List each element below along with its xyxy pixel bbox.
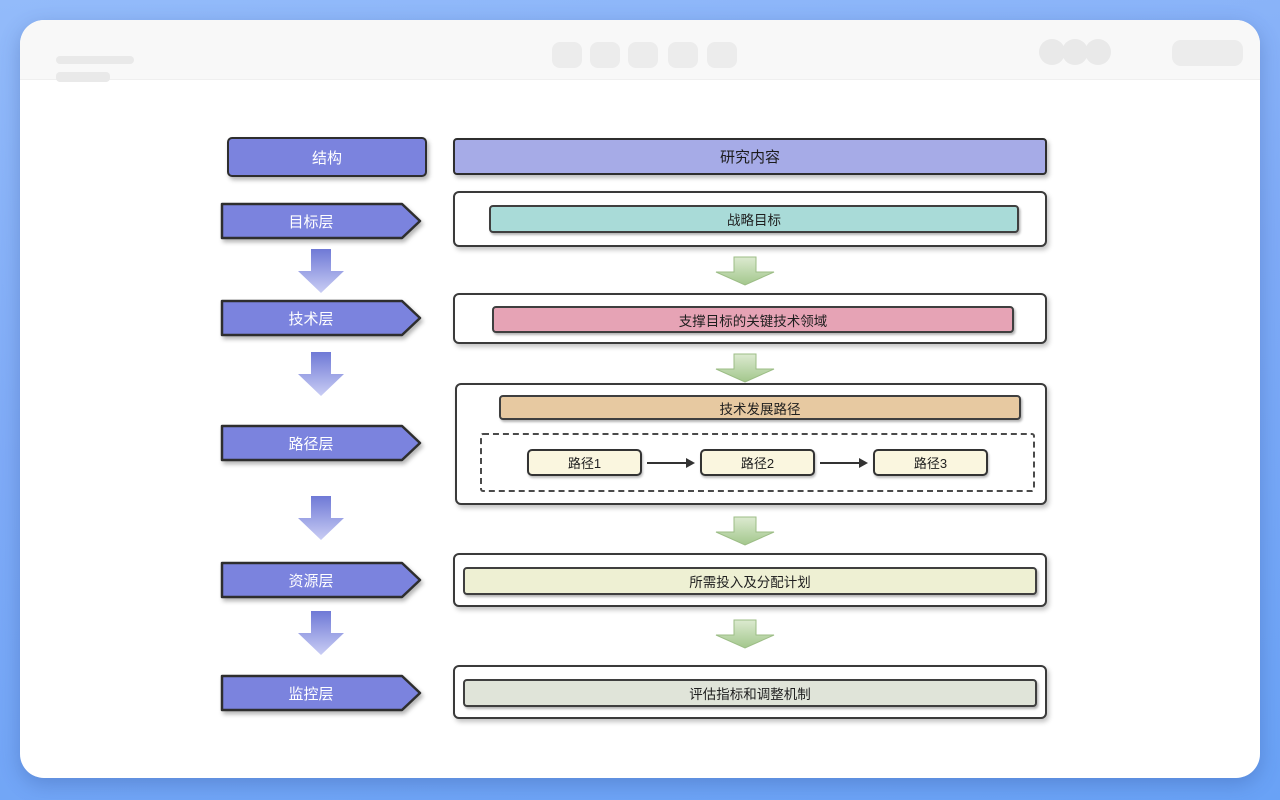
path-dashed-container: 路径1 路径2 路径3 (480, 433, 1035, 492)
path-node: 路径3 (873, 449, 988, 476)
layer-tag-path-label: 路径层 (288, 435, 334, 453)
layer-tag-tech (220, 299, 422, 337)
down-arrow-purple-icon (298, 352, 344, 396)
window-control-dot[interactable] (1085, 39, 1111, 65)
content-header-label: 研究内容 (719, 149, 780, 166)
toolbar-button[interactable] (628, 42, 658, 68)
path-node-label: 路径2 (740, 456, 775, 471)
path-node-label: 路径3 (913, 456, 948, 471)
content-box-path: 技术发展路径 路径1 路径2 路径3 (455, 383, 1047, 505)
layer-tag-path (220, 424, 422, 462)
down-arrow-green-icon (715, 353, 775, 383)
structure-label-box: 结构 (227, 137, 427, 177)
window-control-dot[interactable] (1039, 39, 1065, 65)
path-node-label: 路径1 (567, 456, 602, 471)
resource-bar-label: 所需投入及分配计划 (689, 575, 811, 590)
layer-tag-monitor (220, 674, 422, 712)
content-box-goal: 战略目标 (453, 191, 1047, 247)
structure-label: 结构 (311, 149, 342, 167)
down-arrow-purple-icon (298, 496, 344, 540)
path-connector-arrow-icon (647, 458, 695, 468)
toolbar-button[interactable] (590, 42, 620, 68)
content-box-tech: 支撑目标的关键技术领域 (453, 293, 1047, 344)
layer-tag-resource-label: 资源层 (288, 572, 334, 590)
toolbar-button[interactable] (707, 42, 737, 68)
titlebar-text-line (56, 56, 134, 64)
down-arrow-green-icon (715, 619, 775, 649)
window-control-dot[interactable] (1062, 39, 1088, 65)
resource-bar: 所需投入及分配计划 (463, 567, 1037, 595)
content-box-monitor: 评估指标和调整机制 (453, 665, 1047, 719)
tech-bar: 支撑目标的关键技术领域 (492, 306, 1014, 333)
titlebar-text-line (56, 72, 110, 82)
monitor-bar: 评估指标和调整机制 (463, 679, 1037, 707)
layer-tag-tech-label: 技术层 (288, 310, 334, 328)
down-arrow-green-icon (715, 516, 775, 546)
path-bar-label: 技术发展路径 (719, 401, 801, 417)
layer-tag-resource (220, 561, 422, 599)
path-bar: 技术发展路径 (499, 395, 1021, 420)
down-arrow-green-icon (715, 256, 775, 286)
monitor-bar-label: 评估指标和调整机制 (689, 687, 811, 702)
layer-tag-goal (220, 202, 422, 240)
path-node: 路径1 (527, 449, 642, 476)
goal-bar-label: 战略目标 (727, 213, 781, 228)
path-connector-arrow-icon (820, 458, 868, 468)
toolbar-button[interactable] (668, 42, 698, 68)
down-arrow-purple-icon (298, 611, 344, 655)
layer-tag-monitor-label: 监控层 (288, 685, 334, 703)
down-arrow-purple-icon (298, 249, 344, 293)
tech-bar-label: 支撑目标的关键技术领域 (678, 313, 828, 329)
content-header-box: 研究内容 (453, 138, 1047, 175)
goal-bar: 战略目标 (489, 205, 1019, 233)
layer-tag-goal-label: 目标层 (288, 213, 334, 231)
content-box-resource: 所需投入及分配计划 (453, 553, 1047, 607)
path-node: 路径2 (700, 449, 815, 476)
menu-pill[interactable] (1172, 40, 1243, 66)
toolbar-button[interactable] (552, 42, 582, 68)
